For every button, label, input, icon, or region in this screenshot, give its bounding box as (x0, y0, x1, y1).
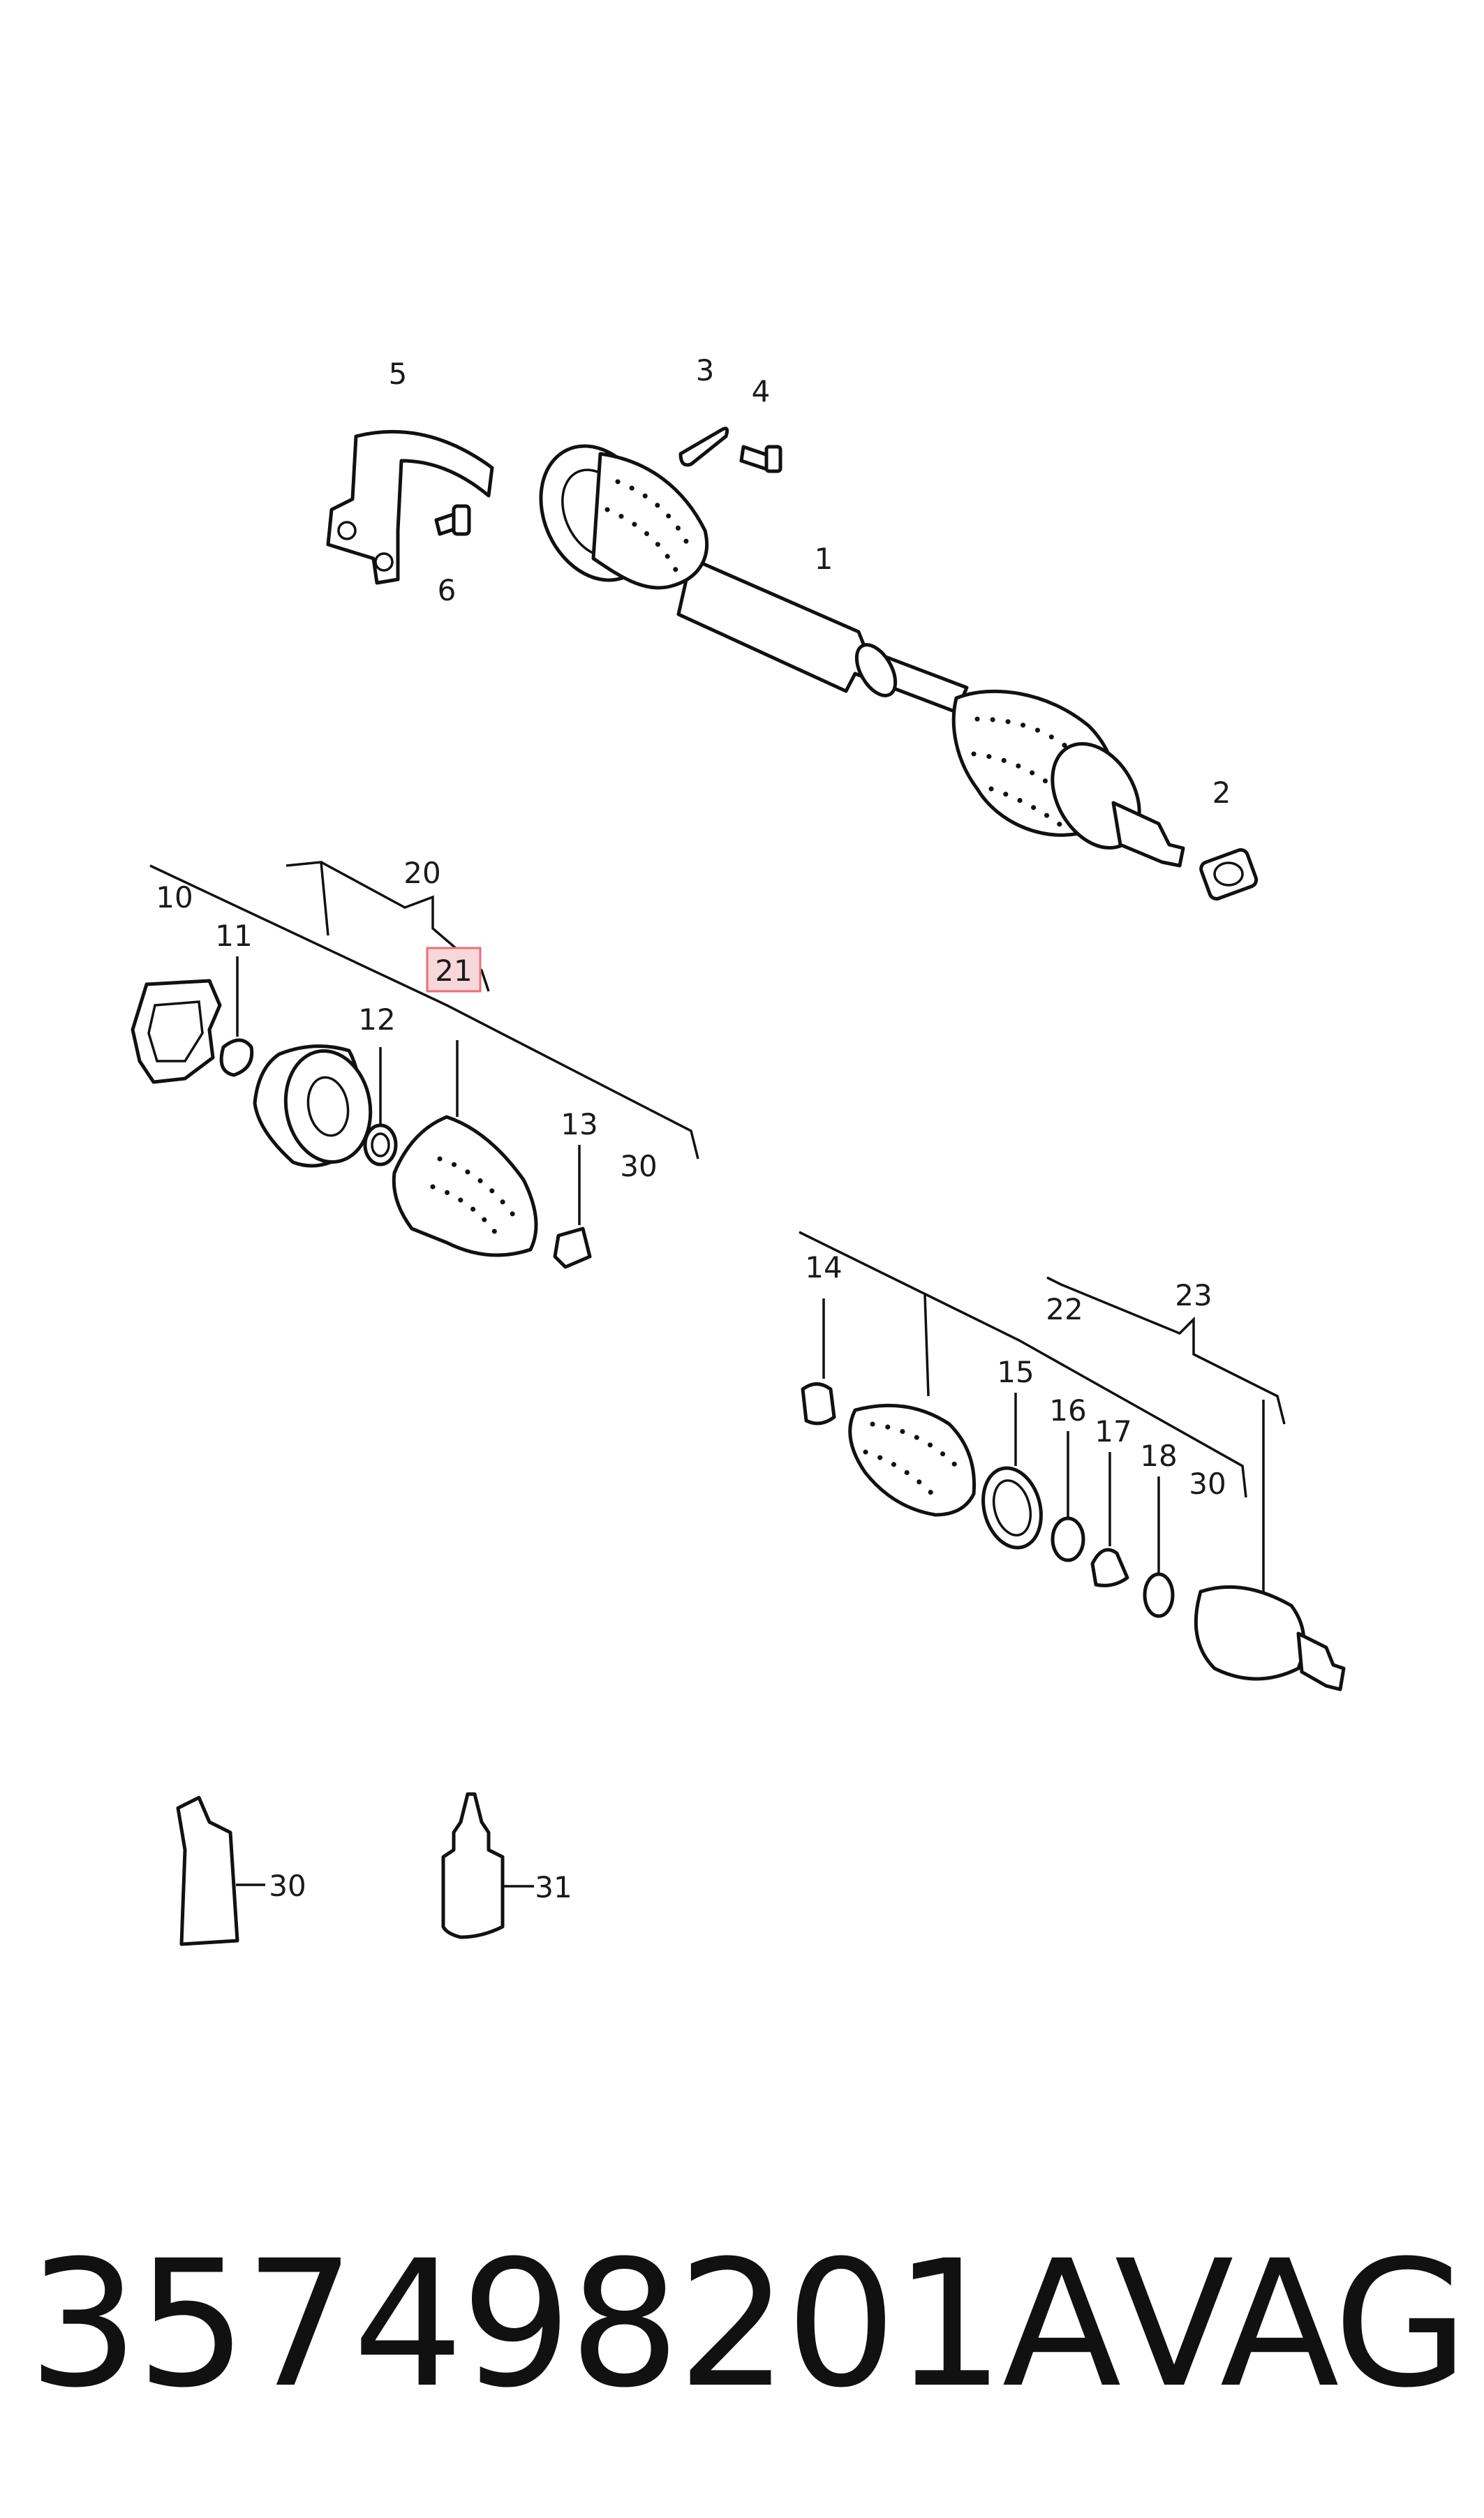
callout-17: 17 (1095, 1414, 1131, 1449)
callout-1: 1 (815, 542, 833, 576)
callout-labels: 1 2 3 4 5 6 10 11 12 13 14 15 16 17 18 2… (156, 353, 1231, 1904)
callout-5: 5 (389, 357, 408, 391)
inner-joint-exploded-group (131, 861, 699, 1269)
callout-12: 12 (358, 1002, 395, 1037)
callout-23: 23 (1175, 1278, 1212, 1312)
callout-18: 18 (1140, 1439, 1177, 1473)
callout-6: 6 (438, 573, 457, 607)
callout-30-tube: 30 (269, 1869, 306, 1903)
callout-10: 10 (156, 880, 193, 914)
callout-4: 4 (752, 374, 771, 408)
part-number: 357498201A (28, 2223, 1122, 2426)
outer-joint-exploded-group (799, 1231, 1346, 1691)
grease-tube (176, 1795, 265, 1946)
drive-shaft-assembly (539, 444, 1259, 901)
brand-name: VAG (1114, 2223, 1469, 2426)
callout-14: 14 (805, 1250, 842, 1284)
callout-16: 16 (1049, 1393, 1086, 1428)
callout-20: 20 (403, 856, 440, 890)
callout-30-upper: 30 (620, 1149, 657, 1183)
callout-2: 2 (1212, 776, 1231, 810)
callout-30-lower: 30 (1189, 1467, 1226, 1501)
callout-22: 22 (1046, 1292, 1083, 1326)
heat-shield (326, 429, 494, 585)
footer-caption: 357498201A VAG (28, 2220, 1469, 2429)
sealant-bottle (441, 1792, 534, 1939)
callout-21: 21 (435, 954, 472, 988)
callout-21-highlight (426, 947, 482, 993)
callout-11: 11 (215, 919, 252, 953)
callout-13: 13 (561, 1107, 598, 1141)
callout-3: 3 (696, 353, 715, 387)
clip-and-bolt (678, 427, 782, 473)
callout-31: 31 (535, 1870, 572, 1904)
callout-15: 15 (997, 1355, 1034, 1389)
